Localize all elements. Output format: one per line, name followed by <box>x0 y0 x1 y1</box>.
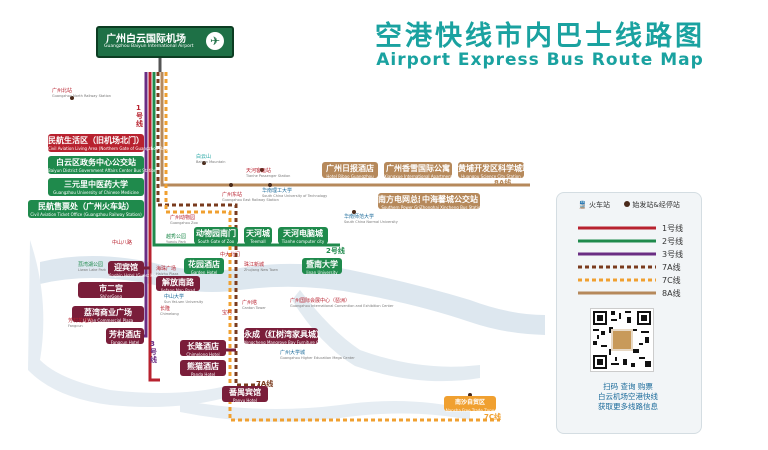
station-zoo[interactable]: 动物园南门 South Gate of Zoo <box>194 227 238 244</box>
station-minhang[interactable]: 民航生活区（旧机场北门） Civil Aviation Living Area … <box>48 134 190 152</box>
line-1 <box>148 72 160 382</box>
station-nanfang[interactable]: 南方电网总部 Southern Power Grid <box>378 193 426 210</box>
legend-line-2: 2号线 <box>662 237 684 246</box>
station-tcm[interactable]: 三元里中医药大学 Guangzhou University of Chinese… <box>48 178 144 196</box>
station-panyu[interactable]: 番禺宾馆 Panyu Hotel <box>222 386 268 403</box>
legend-line-3: 3号线 <box>662 250 684 259</box>
stop-dot-gz-east <box>229 183 233 187</box>
station-ribao[interactable]: 广州日报酒店 Hotel Ribao Guangzhou <box>322 162 378 179</box>
stop-dot-hnnu <box>352 210 356 214</box>
legend-stop: 始发站&经停站 <box>632 201 680 209</box>
station-lirwan[interactable]: 荔湾商业广场 Li Wan Commercial Plaza <box>72 306 144 323</box>
station-huangpu[interactable]: 黄埔开发区科学城站 Huangpu Science City Station <box>458 162 530 179</box>
station-yongcheng[interactable]: 永成（红树湾家具城） Yongcheng Mangrove Bay Furnit… <box>244 328 324 345</box>
station-nansha[interactable]: 南沙自贸区 Nansha Free Trade Zone <box>444 396 496 413</box>
station-jinan[interactable]: 暨南大学 Jinan University <box>302 258 342 275</box>
station-tianhe-pc[interactable]: 天河电脑城 Tianhe computer city <box>278 227 328 244</box>
legend-head: 🚆 火车站 始发站&经停站 <box>578 200 680 210</box>
line-1-label: 1号线 <box>136 104 143 128</box>
station-zhongchuan[interactable]: 中海馨城公交站 Zhonghai Xincheng Bus Station <box>420 193 483 210</box>
airplane-icon: ✈ <box>206 32 224 50</box>
line-7a-label: 7A线 <box>256 380 274 388</box>
stop-dot-scut <box>268 183 272 187</box>
line-2-label: 2号线 <box>326 247 345 255</box>
legend-line-1: 1号线 <box>662 224 684 233</box>
airport-name-en: Guangzhou Baiyun International Airport <box>104 44 194 49</box>
station-shiergong[interactable]: 市二宫 Shi'erGong <box>78 282 144 299</box>
qr-code[interactable] <box>590 308 654 372</box>
line-8a-label: 8A线 <box>494 179 512 187</box>
river-branch <box>292 290 480 382</box>
pearl-river <box>40 256 545 335</box>
station-tianhecheng[interactable]: 天河城 Teemall <box>244 227 272 244</box>
airport-station[interactable]: 广州白云国际机场 Guangzhou Baiyun International … <box>96 26 234 58</box>
label-exhibition: 广州国际会展中心（琶洲）Guangzhou International Conv… <box>290 298 394 308</box>
airport-name: 广州白云国际机场 <box>106 34 186 45</box>
label-xiaoguwei: 中山八路 <box>112 240 133 246</box>
station-fangcun[interactable]: 芳村酒店 Fangcun Hotel <box>106 328 144 345</box>
river-lower <box>180 400 470 422</box>
station-xiangxue[interactable]: 广州香雪国际公寓 Xiangxue International Apartmen… <box>384 162 453 179</box>
stop-dot-icon <box>624 201 631 207</box>
legend-railway: 火车站 <box>588 201 610 209</box>
stop-dot-gz-north <box>70 96 74 100</box>
label-zhongda: 中大北门 <box>220 252 241 258</box>
station-ticket-office[interactable]: 民航售票处（广州火车站） Civil Aviation Ticket Offic… <box>28 200 144 218</box>
station-xiongmao[interactable]: 熊猫酒店 Panda Hotel <box>180 360 226 377</box>
river-south <box>28 240 235 408</box>
label-anfu: 宝村 <box>222 310 233 316</box>
line-7a <box>156 72 260 387</box>
train-icon: 🚆 <box>578 201 587 209</box>
line-8a <box>160 72 530 187</box>
line-7c-label: 7C线 <box>484 413 502 421</box>
station-huayuan[interactable]: 花园酒店 Garden Hotel <box>184 258 224 275</box>
line-7c <box>164 72 500 422</box>
stop-dot-baiyunshan <box>202 161 206 165</box>
legend-line-8a: 8A线 <box>662 289 681 298</box>
legend-line-7a: 7A线 <box>662 263 681 272</box>
map-subtitle: Airport Express Bus Route Map <box>376 50 704 70</box>
station-baiyun-gov[interactable]: 白云区政务中心公交站 Baiyun District Government Af… <box>48 156 157 174</box>
station-yingbin[interactable]: 迎宾馆 Yingbin Hotel (Guest House) <box>108 261 165 278</box>
station-changlong[interactable]: 长隆酒店 Chimelong Hotel <box>180 340 226 357</box>
legend-line-7c: 7C线 <box>662 276 681 285</box>
station-jiefang[interactable]: 解放南路 Jiefang Nan Road <box>156 276 200 293</box>
stop-dot-tianhe-bus <box>260 168 264 172</box>
line-2 <box>152 72 340 247</box>
map-title: 空港快线市内巴士线路图 <box>375 21 705 52</box>
line-3-label: 3号线 <box>150 340 157 364</box>
qr-caption: 扫码 查询 购票 白云机场空港快线 获取更多线路信息 <box>598 382 658 411</box>
